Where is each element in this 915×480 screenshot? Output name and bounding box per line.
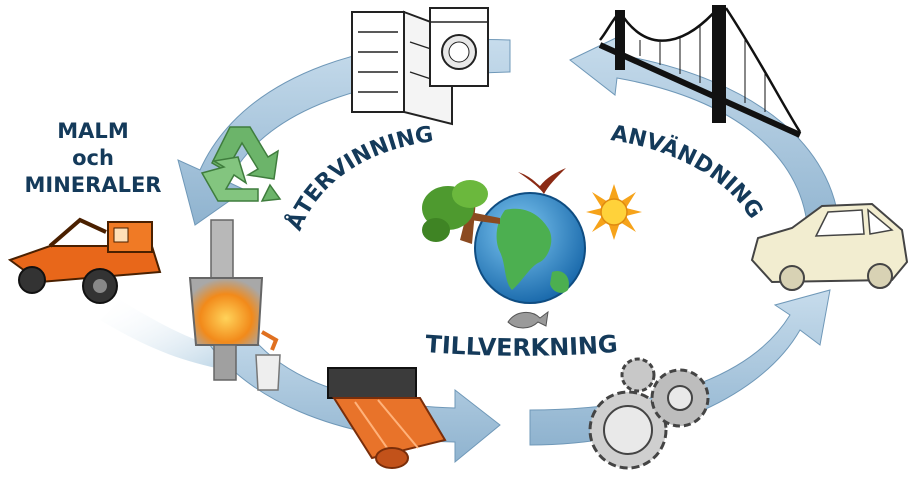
label-malm: MALM — [18, 118, 168, 145]
washing-machine-icon — [430, 8, 488, 86]
recycle-icon — [202, 127, 280, 201]
fish-icon — [508, 312, 548, 328]
label-atervinning: ÅTERVINNING — [281, 122, 435, 234]
label-tillverkning: TILLVERKNING — [424, 330, 618, 362]
label-malm-och-mineraler: MALM och MINERALER — [18, 118, 168, 199]
label-och: och — [18, 145, 168, 172]
earth-globe-icon — [475, 193, 585, 303]
gears-icon — [590, 359, 708, 468]
sun-icon — [586, 184, 642, 240]
label-anvandning: ANVÄNDNING — [609, 121, 767, 223]
label-mineraler: MINERALER — [18, 172, 168, 199]
bird-icon — [518, 168, 566, 194]
steel-rolls-icon — [328, 368, 445, 468]
excavator-icon — [10, 220, 160, 303]
car-icon — [752, 204, 907, 290]
